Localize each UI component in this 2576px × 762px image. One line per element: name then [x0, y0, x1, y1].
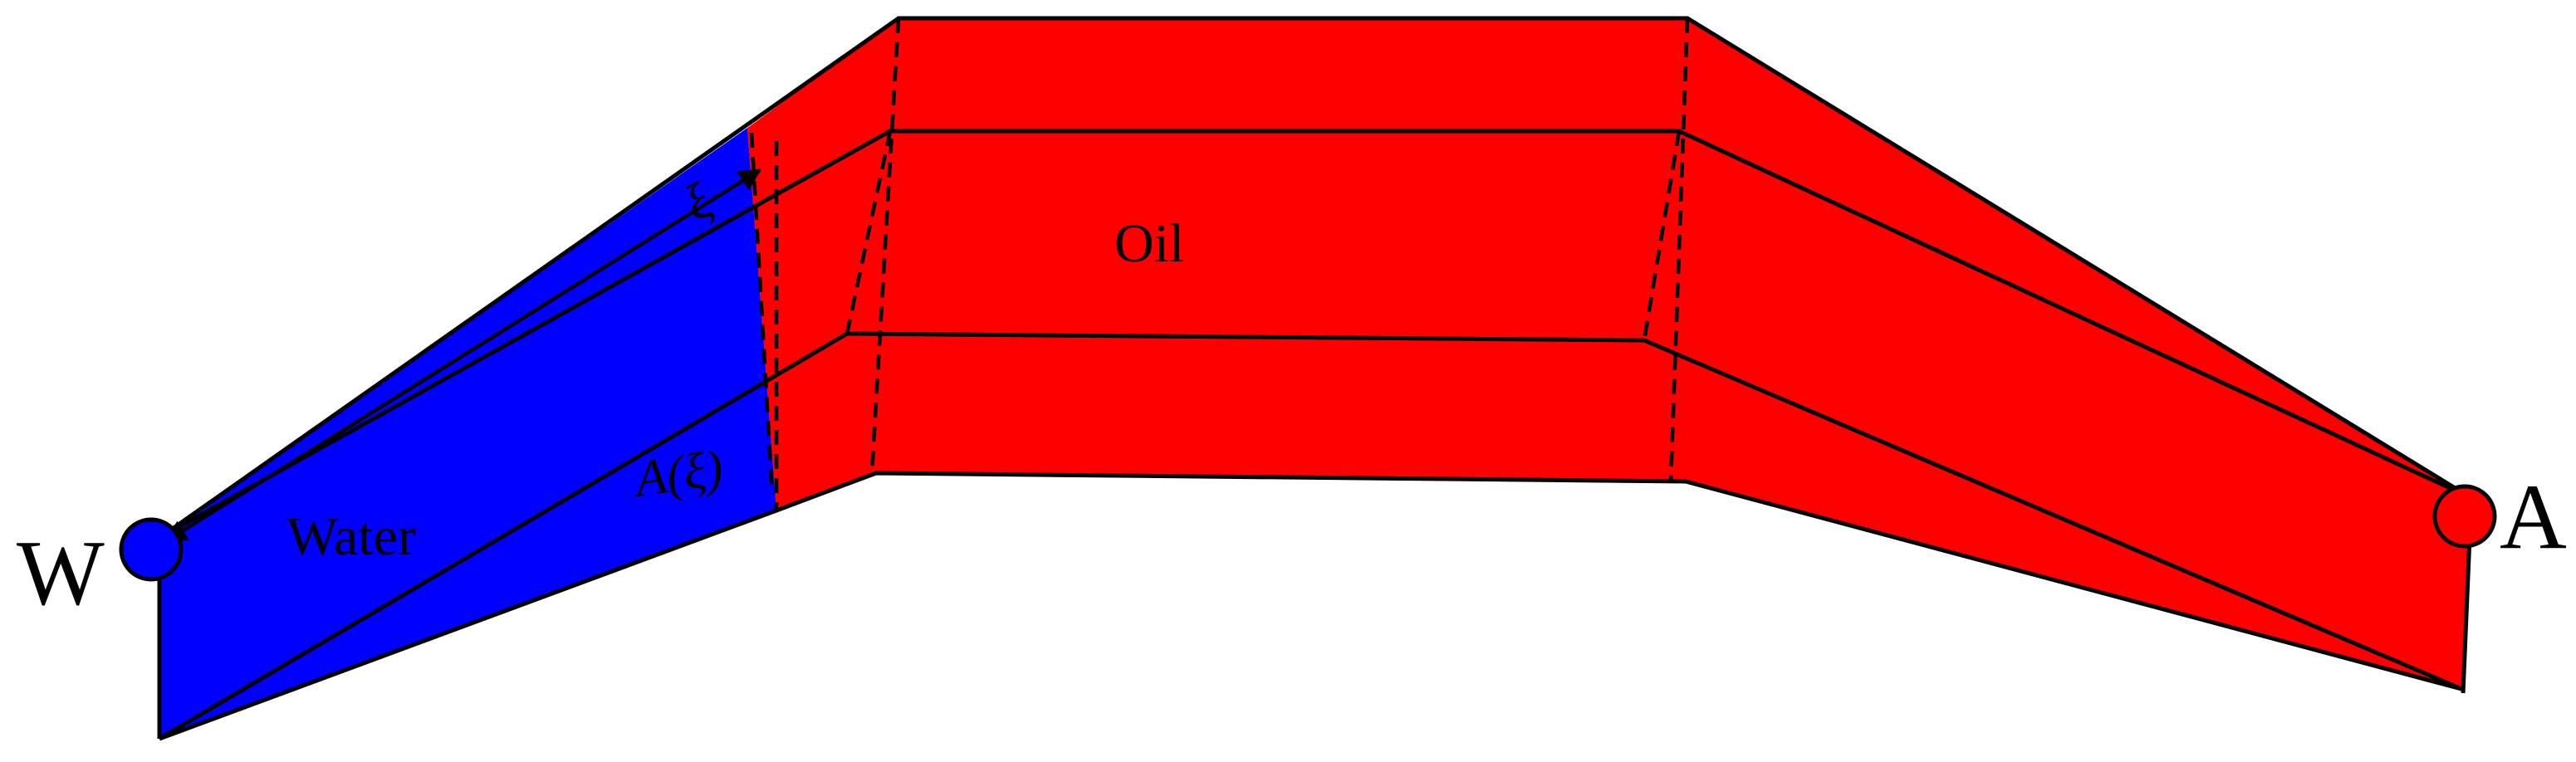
oil-label: Oil [1114, 213, 1184, 274]
cross-section-right-mid-dashed [1642, 130, 1682, 341]
water-label: Water [286, 506, 416, 567]
streamtube-bottom-edge [159, 471, 2462, 741]
oil-region [747, 18, 2471, 689]
xi-distance-arrow [164, 169, 762, 543]
cross-section-left-dashed [869, 17, 901, 474]
cross-section-left-mid-dashed [845, 130, 893, 335]
production-well [2432, 484, 2497, 549]
area-label: A(ξ) [629, 440, 727, 509]
well-w-label: W [17, 522, 105, 625]
water-injection-well [119, 517, 184, 582]
well-a-label: A [2500, 466, 2567, 569]
cross-section-right-dashed [1668, 17, 1690, 482]
